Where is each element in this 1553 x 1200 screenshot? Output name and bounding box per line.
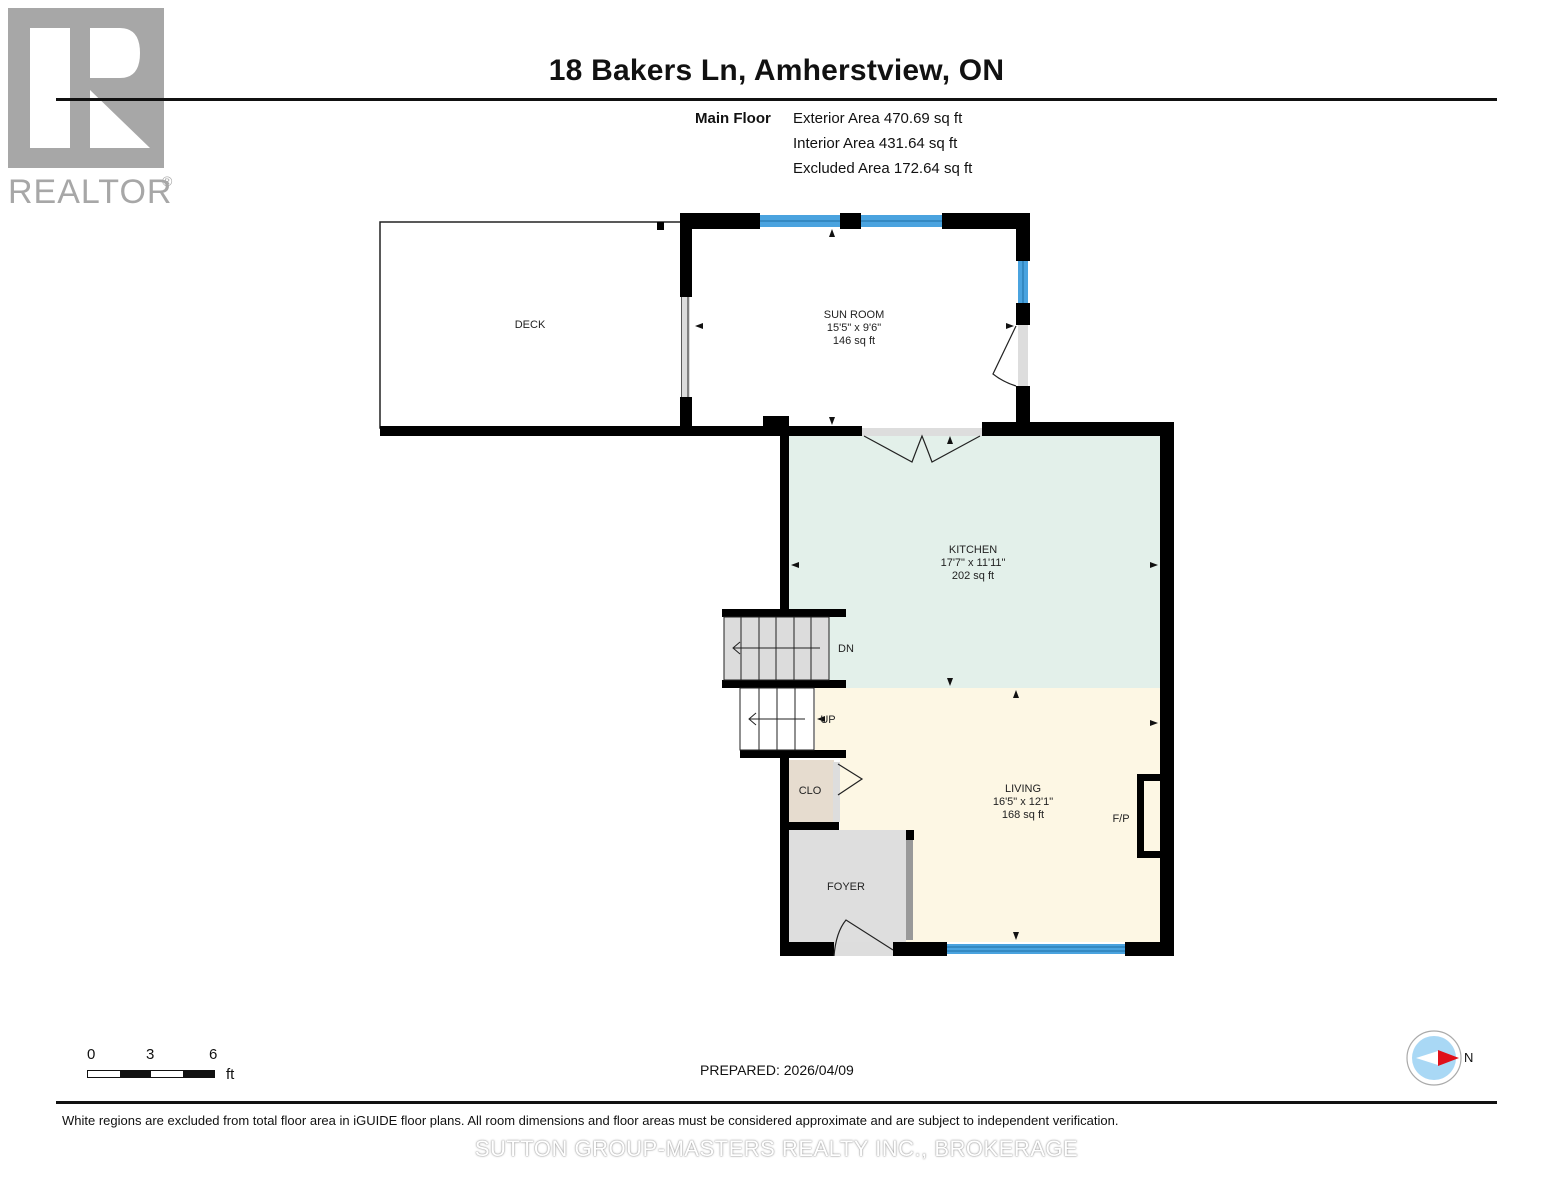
realtor-logo: REALTOR ® (8, 8, 180, 213)
compass: N (1404, 1030, 1484, 1086)
floor-name: Main Floor (695, 110, 771, 127)
room-label-deck: DECK (515, 319, 546, 331)
scale-tick-3: 3 (146, 1046, 155, 1063)
page-title: 18 Bakers Ln, Amherstview, ON (548, 54, 1005, 87)
foyer-area (788, 830, 906, 942)
room-dims-sun-room: 15'5" x 9'6" (827, 322, 881, 334)
stairs-up-label: UP (820, 714, 835, 726)
excluded-area: Excluded Area 172.64 sq ft (793, 160, 973, 177)
room-area-sun-room: 146 sq ft (833, 335, 875, 347)
closet-area (788, 760, 834, 822)
disclaimer: White regions are excluded from total fl… (62, 1113, 1119, 1128)
footer-divider (56, 1101, 1497, 1104)
dimension-markers (695, 229, 1158, 940)
stairs-down-label: DN (838, 643, 854, 655)
prepared-date: PREPARED: 2026/04/09 (700, 1062, 854, 1078)
compass-icon (1406, 1030, 1462, 1086)
sun-room-windows (760, 215, 1028, 303)
deck-outline (379, 221, 683, 429)
svg-text:REALTOR: REALTOR (8, 173, 172, 211)
header-divider (56, 98, 1497, 101)
scale-bar-graphic (87, 1070, 215, 1078)
room-dims-living: 16'5" x 12'1" (993, 796, 1053, 808)
room-label-closet: CLO (799, 785, 822, 797)
room-dims-kitchen: 17'7" x 11'11" (941, 557, 1006, 569)
svg-text:®: ® (162, 173, 173, 189)
main-walls (722, 422, 1174, 956)
room-label-sun-room: SUN ROOM (824, 309, 885, 321)
scale-tick-0: 0 (87, 1046, 96, 1063)
exterior-area: Exterior Area 470.69 sq ft (793, 110, 963, 127)
stairs-down (723, 616, 830, 681)
interior-area: Interior Area 431.64 sq ft (793, 135, 958, 152)
room-label-foyer: FOYER (827, 881, 865, 893)
scale-tick-6: 6 (209, 1046, 218, 1063)
room-label-living: LIVING (1005, 783, 1041, 795)
room-label-kitchen: KITCHEN (949, 544, 997, 556)
realtor-r-logo-icon: REALTOR ® (8, 8, 173, 211)
compass-north-label: N (1464, 1050, 1474, 1065)
scale-bar: 0 3 6 ft (85, 1046, 255, 1086)
stairs-up (739, 687, 815, 751)
room-area-kitchen: 202 sq ft (952, 570, 994, 582)
sun-room-walls (380, 213, 1174, 436)
room-area-living: 168 sq ft (1002, 809, 1044, 821)
scale-unit: ft (226, 1066, 235, 1083)
brokerage-watermark: SUTTON GROUP-MASTERS REALTY INC., BROKER… (474, 1136, 1079, 1161)
fireplace-label: F/P (1112, 813, 1129, 825)
kitchen-area (788, 436, 1160, 688)
